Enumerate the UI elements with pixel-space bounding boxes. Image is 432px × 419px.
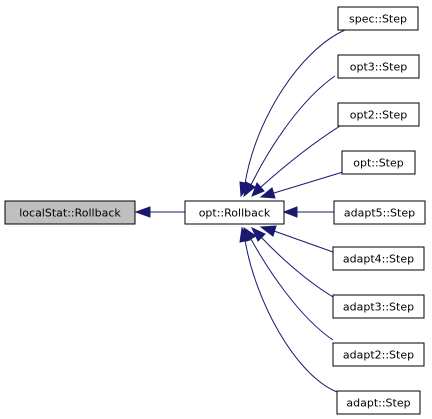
node-spec-step[interactable]: spec::Step <box>337 6 419 31</box>
node-opt-step[interactable]: opt::Step <box>341 150 416 175</box>
node-label: adapt2::Step <box>343 349 414 362</box>
node-label: opt2::Step <box>350 109 407 122</box>
node-opt-rollback[interactable]: opt::Rollback <box>184 200 285 225</box>
edges <box>134 29 346 393</box>
edge-hub-to-root <box>134 206 185 218</box>
node-label: adapt3::Step <box>343 301 414 314</box>
node-adapt5-step[interactable]: adapt5::Step <box>333 200 426 225</box>
node-label: adapt4::Step <box>343 253 414 266</box>
node-label: adapt5::Step <box>344 207 415 220</box>
node-adapt2-step[interactable]: adapt2::Step <box>332 342 425 367</box>
node-label: opt::Step <box>353 157 404 170</box>
node-opt2-step[interactable]: opt2::Step <box>337 102 420 127</box>
node-label: localStat::Rollback <box>19 207 121 220</box>
edge-adapt5-to-hub <box>282 206 334 218</box>
node-adapt3-step[interactable]: adapt3::Step <box>332 294 425 319</box>
edge-adapt4-to-hub <box>259 225 334 253</box>
arrowhead <box>282 206 298 218</box>
node-label: opt3::Step <box>350 61 407 74</box>
arrowhead <box>243 181 256 198</box>
edge-opt3-to-hub <box>243 75 336 198</box>
edge-spec-to-hub <box>239 29 346 198</box>
edge-adapt2-to-hub <box>243 226 334 341</box>
arrowhead <box>259 187 276 199</box>
edge-adapt3-to-hub <box>250 226 334 298</box>
arrowhead <box>259 225 277 237</box>
edge-opt-to-hub <box>259 171 344 199</box>
edge-opt2-to-hub <box>251 125 341 197</box>
arrowhead <box>250 226 266 242</box>
node-local-stat-rollback[interactable]: localStat::Rollback <box>4 200 136 225</box>
arrowhead <box>251 182 265 197</box>
edge-adapt-to-hub <box>239 226 338 393</box>
arrowhead <box>134 206 151 218</box>
node-adapt4-step[interactable]: adapt4::Step <box>332 246 425 271</box>
arrowhead <box>239 226 251 243</box>
node-label: adapt::Step <box>346 397 410 410</box>
node-label: spec::Step <box>349 13 407 26</box>
node-label: opt::Rollback <box>199 207 271 220</box>
node-opt3-step[interactable]: opt3::Step <box>337 54 420 79</box>
node-adapt-step[interactable]: adapt::Step <box>336 390 421 415</box>
